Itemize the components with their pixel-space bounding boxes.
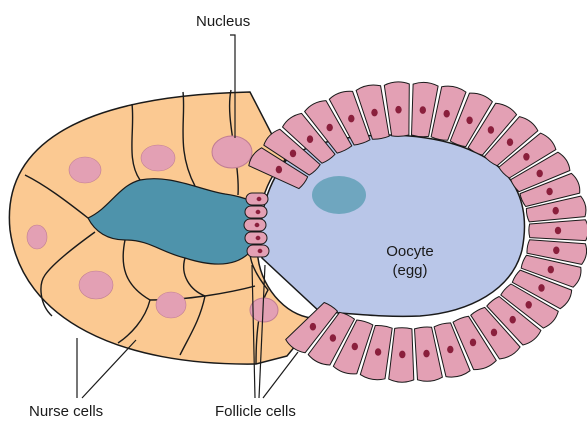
oocyte-egg-label: (egg) — [392, 262, 427, 279]
follicle-nucleus — [553, 247, 559, 255]
nurse-nucleus — [141, 145, 175, 171]
border-follicle-nucleus — [257, 197, 262, 201]
border-follicle-cells — [244, 193, 269, 257]
follicle-nucleus — [526, 301, 532, 309]
oocyte-nucleus — [312, 176, 366, 214]
follicle-nucleus — [444, 110, 450, 118]
follicle-nucleus — [548, 266, 554, 274]
follicle-nucleus — [466, 117, 472, 125]
nurse-nucleus — [212, 136, 252, 168]
border-follicle-nucleus — [255, 223, 260, 227]
follicle-nucleus — [546, 188, 552, 196]
nurse-nucleus — [69, 157, 101, 183]
follicle-nucleus — [348, 115, 354, 123]
follicle-nucleus — [395, 106, 401, 114]
follicle-nucleus — [330, 334, 336, 342]
follicle-nucleus — [538, 284, 544, 292]
border-follicle-nucleus — [258, 249, 263, 253]
nucleus-label: Nucleus — [196, 13, 250, 30]
follicle-nucleus — [510, 316, 516, 324]
border-follicle-nucleus — [256, 210, 261, 214]
follicle-nucleus — [352, 343, 358, 351]
oocyte-label: Oocyte — [386, 243, 434, 260]
follicle-nucleus — [423, 350, 429, 358]
follicle-nucleus — [420, 106, 426, 114]
follicle-nucleus — [470, 339, 476, 347]
nurse-nucleus — [156, 292, 186, 318]
nurse-cells-label: Nurse cells — [29, 403, 103, 420]
follicle-nucleus — [307, 135, 313, 143]
follicle-nucleus — [553, 207, 559, 215]
follicle-nucleus — [375, 348, 381, 356]
nurse-nucleus — [250, 298, 278, 322]
follicle-cells-label: Follicle cells — [215, 403, 296, 420]
follicle-nucleus — [399, 351, 405, 359]
follicle-nucleus — [491, 329, 497, 337]
follicle-nucleus — [327, 124, 333, 132]
follicle-nucleus — [523, 153, 529, 161]
follicle-nucleus — [310, 323, 316, 331]
nurse-pointer-right — [82, 340, 136, 398]
follicle-nucleus — [507, 138, 513, 146]
border-follicle-nucleus — [256, 236, 261, 240]
follicle-nucleus — [488, 126, 494, 134]
follicle-nucleus — [447, 346, 453, 354]
nurse-nucleus — [79, 271, 113, 299]
follicle-nucleus — [371, 109, 377, 117]
follicle-nucleus — [276, 166, 282, 174]
follicle-nucleus — [537, 170, 543, 178]
nurse-nucleus — [27, 225, 47, 249]
follicle-nucleus — [555, 227, 561, 235]
follicle-nucleus — [290, 150, 296, 158]
